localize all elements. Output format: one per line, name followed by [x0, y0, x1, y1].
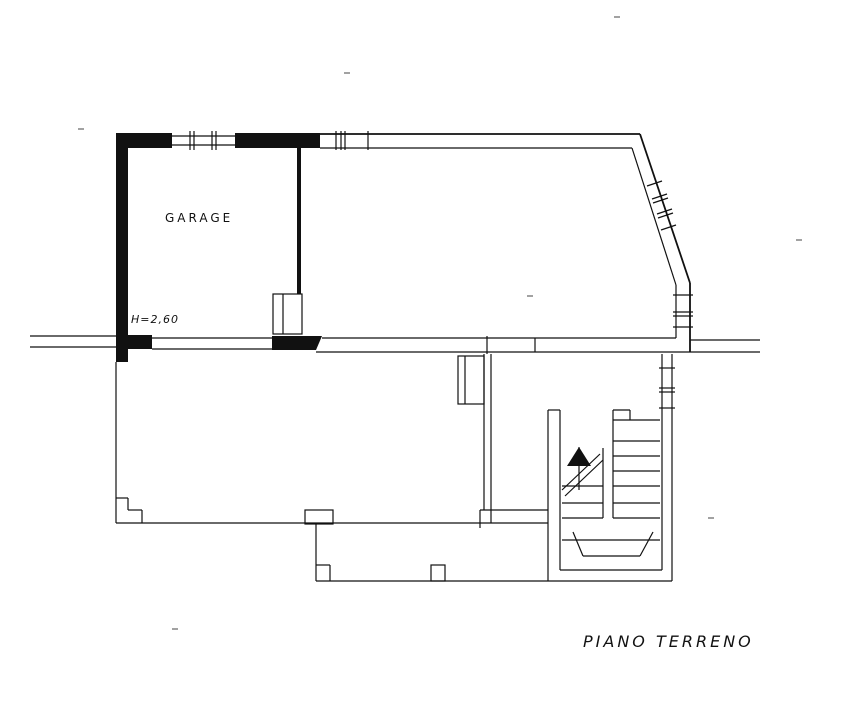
upper-wing-walls — [320, 131, 693, 352]
garage-top-windows — [172, 131, 235, 150]
garage-walls — [116, 133, 322, 362]
floor-title: PIANO TERRENO — [583, 632, 754, 651]
stair-direction-arrow-icon — [567, 447, 591, 490]
stairwell — [547, 354, 675, 582]
lower-level-outline — [115, 354, 548, 582]
section-line — [30, 335, 760, 354]
scan-specks — [78, 16, 802, 630]
garage-height-label: H=2,60 — [131, 313, 179, 326]
garage-door-frame — [272, 293, 303, 335]
garage-room-label: GARAGE — [165, 211, 234, 225]
